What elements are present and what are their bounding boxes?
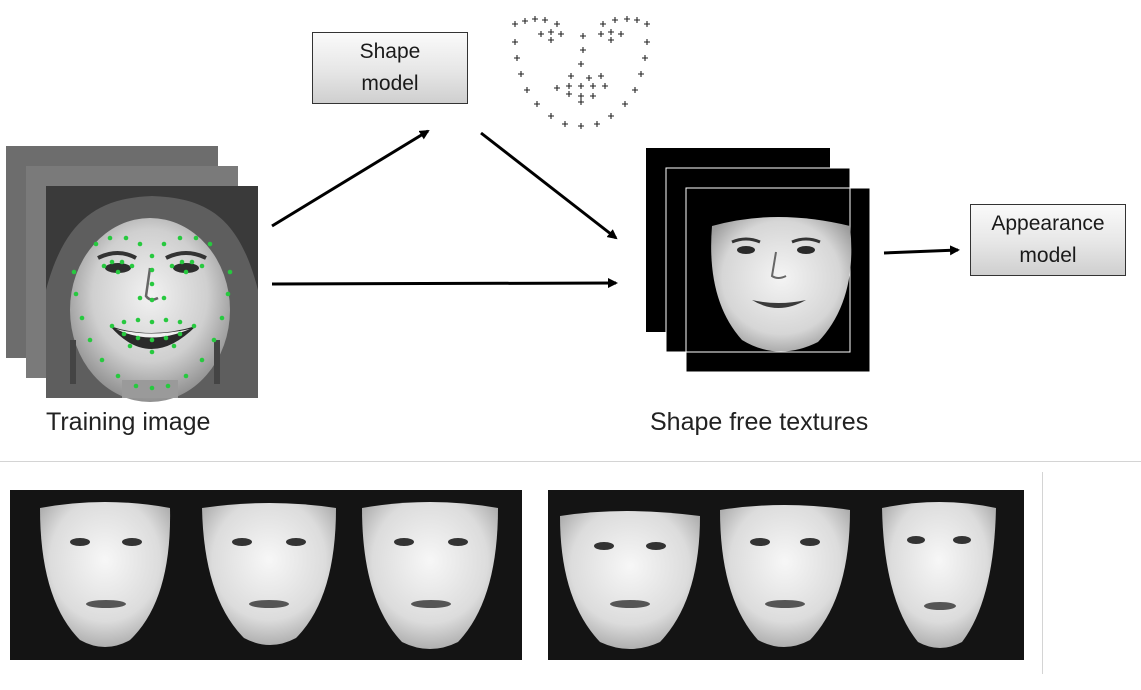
- shape-model-label: Shape model: [359, 40, 421, 95]
- shape-model-box: Shape model: [312, 32, 468, 104]
- texture-face: [711, 217, 852, 352]
- panel-divider-vertical: [1042, 472, 1043, 674]
- training-image-front: [46, 186, 258, 402]
- training-image-caption: Training image: [46, 408, 211, 436]
- arrow-shape-model-to-textures: [480, 131, 618, 240]
- panel-divider-horizontal: [0, 461, 1141, 462]
- appearance-mode-strip-2: [548, 490, 1024, 660]
- appearance-mode-strip-1: [10, 490, 522, 660]
- arrow-training-to-shape-model: [271, 129, 430, 228]
- arrow-training-to-textures: [271, 278, 618, 289]
- pipeline-arrows: [271, 129, 960, 289]
- appearance-model-label: Appearance model: [991, 212, 1105, 267]
- landmark-point-cloud: [512, 16, 650, 129]
- landmark-points: [71, 235, 233, 391]
- appearance-model-box: Appearance model: [970, 204, 1126, 276]
- arrow-textures-to-appearance-model: [883, 245, 960, 256]
- texture-stack: [646, 148, 871, 373]
- textures-caption: Shape free textures: [650, 408, 869, 436]
- training-image-stack: [6, 146, 258, 402]
